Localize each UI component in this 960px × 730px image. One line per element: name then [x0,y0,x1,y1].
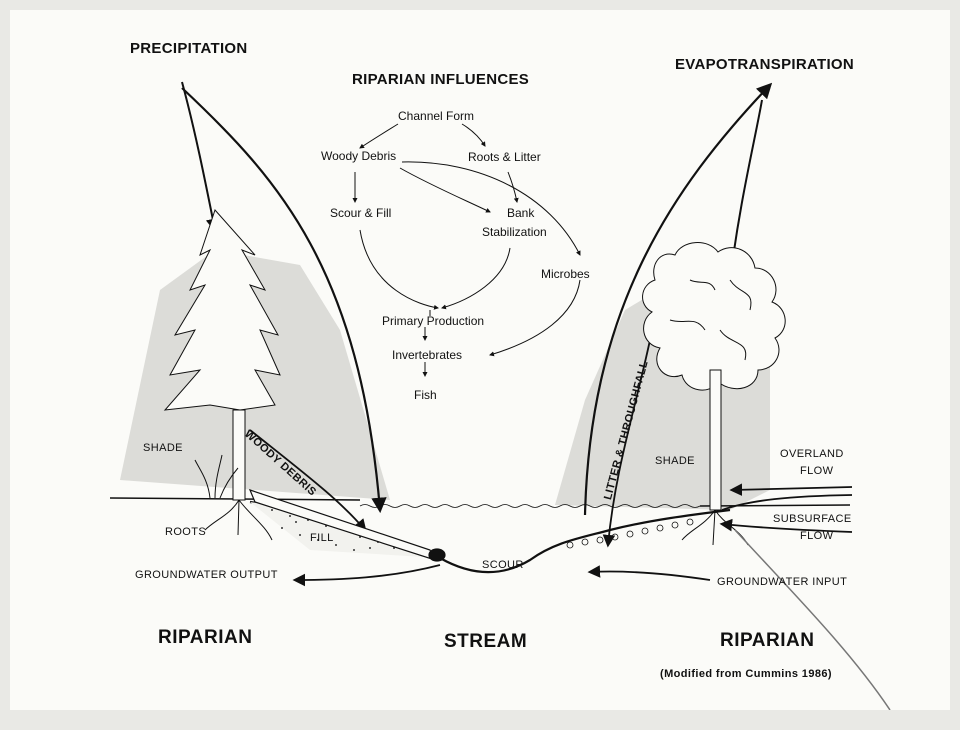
stream-caption: STREAM [444,631,528,652]
influence-arrows [352,123,581,377]
credit-label: (Modified from Cummins 1986) [660,668,832,680]
right-ground-line [699,504,851,507]
photo-edge-line [734,529,891,710]
groundwater-output-label: GROUNDWATER OUTPUT [135,569,278,581]
diagram-title: RIPARIAN INFLUENCES [352,71,530,88]
node-primary-production: Primary Production [382,314,485,328]
evapotranspiration-label: EVAPOTRANSPIRATION [675,56,855,73]
subsurface-flow-label-2: FLOW [800,530,834,542]
right-bank-pebbles [566,518,694,549]
woody-debris-arrow [249,429,367,532]
roots-label: ROOTS [165,526,207,538]
shade-right-label: SHADE [655,455,695,467]
subsurface-flow-label-1: SUBSURFACE [773,513,852,525]
riparian-left-caption: RIPARIAN [158,627,253,648]
precipitation-arrow-stream [181,87,387,514]
node-fish: Fish [414,388,437,402]
node-scour-fill: Scour & Fill [330,206,392,220]
deciduous-tree-icon [642,242,786,546]
overland-flow-arrow-1 [729,483,853,497]
overland-flow-label-2: FLOW [800,465,834,477]
diagram-drawing [109,81,891,710]
node-woody-debris: Woody Debris [321,149,397,163]
node-invertebrates: Invertebrates [392,348,463,362]
overland-flow-label-1: OVERLAND [780,448,844,460]
riparian-right-caption: RIPARIAN [720,630,815,651]
evapotranspiration-arrow-ground [583,82,773,516]
shrub-icon [194,454,239,499]
subsurface-flow-arrow [719,518,853,533]
node-channel-form: Channel Form [398,109,475,123]
groundwater-output-arrow [292,564,441,587]
node-bank-1: Bank [507,206,535,220]
groundwater-input-arrow [587,565,711,581]
litter-throughfall-arrow [602,339,651,548]
conifer-tree-icon [163,209,281,541]
node-bank-2: Stabilization [482,225,547,239]
log-icon [248,489,446,562]
node-microbes: Microbes [541,267,590,281]
fill-label: FILL [310,532,334,544]
scour-label: SCOUR [482,559,524,571]
groundwater-input-label: GROUNDWATER INPUT [717,576,848,588]
precipitation-arrow-tree [181,81,220,233]
precipitation-label: PRECIPITATION [130,40,248,57]
riparian-diagram: PRECIPITATION RIPARIAN INFLUENCES EVAPOT… [10,10,950,710]
shade-left-label: SHADE [143,442,183,454]
overland-flow-arrow-2 [721,494,853,511]
node-roots-litter: Roots & Litter [468,150,541,164]
water-surface [359,504,701,508]
